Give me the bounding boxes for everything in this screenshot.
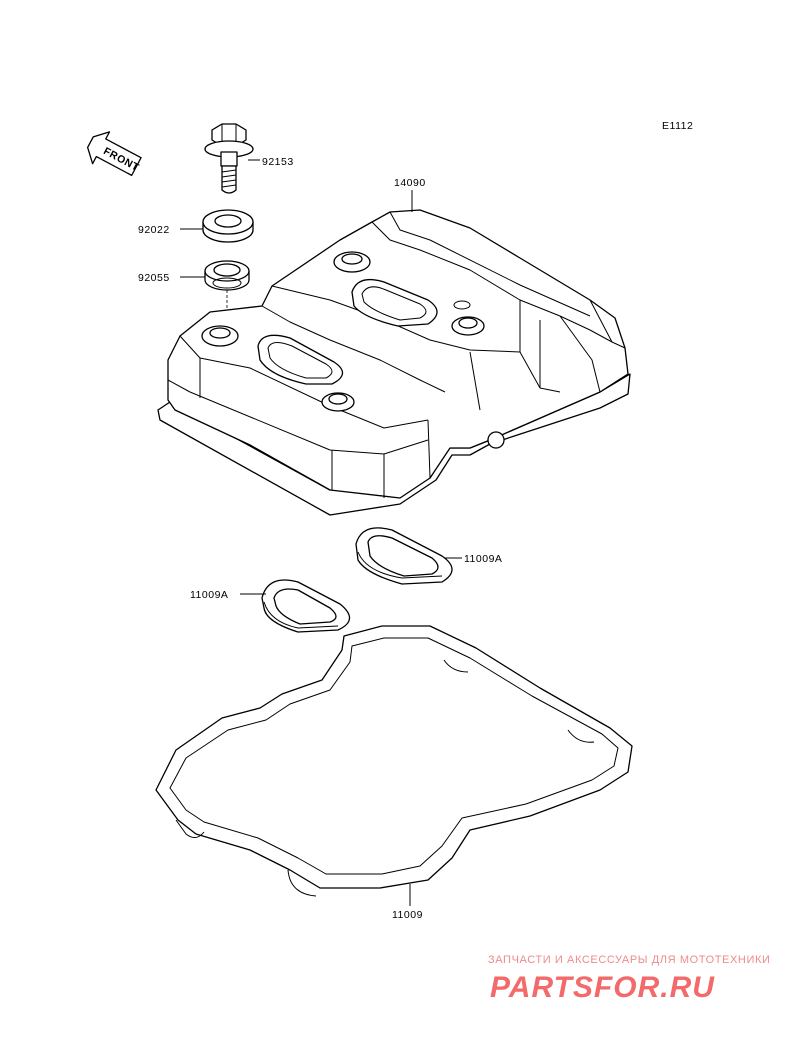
label-11009a-left: 11009A: [190, 589, 228, 601]
watermark: ЗАПЧАСТИ И АКСЕССУАРЫ ДЛЯ МОТОТЕХНИКИ PA…: [488, 954, 770, 1004]
label-11009a-right: 11009A: [464, 553, 502, 565]
cover-gasket-11009[interactable]: [155, 625, 633, 897]
plug-gasket-11009a-left[interactable]: [261, 579, 351, 633]
label-92153: 92153: [262, 156, 294, 168]
diagram-code: E1112: [662, 120, 693, 132]
watermark-tagline: ЗАПЧАСТИ И АКСЕССУАРЫ ДЛЯ МОТОТЕХНИКИ: [488, 954, 770, 966]
front-arrow-icon: FRONT: [86, 131, 142, 177]
plug-gasket-11009a-right[interactable]: [355, 527, 453, 585]
washer-92022[interactable]: [202, 209, 254, 243]
label-92022: 92022: [138, 224, 170, 236]
cylinder-head-cover-14090[interactable]: [157, 209, 631, 516]
label-11009: 11009: [392, 909, 423, 921]
label-14090: 14090: [394, 177, 426, 189]
grommet-92055[interactable]: [204, 260, 250, 291]
watermark-brand: PARTSFOR.RU: [490, 971, 715, 1004]
label-92055: 92055: [138, 272, 170, 284]
bolt-92153[interactable]: [204, 123, 254, 194]
